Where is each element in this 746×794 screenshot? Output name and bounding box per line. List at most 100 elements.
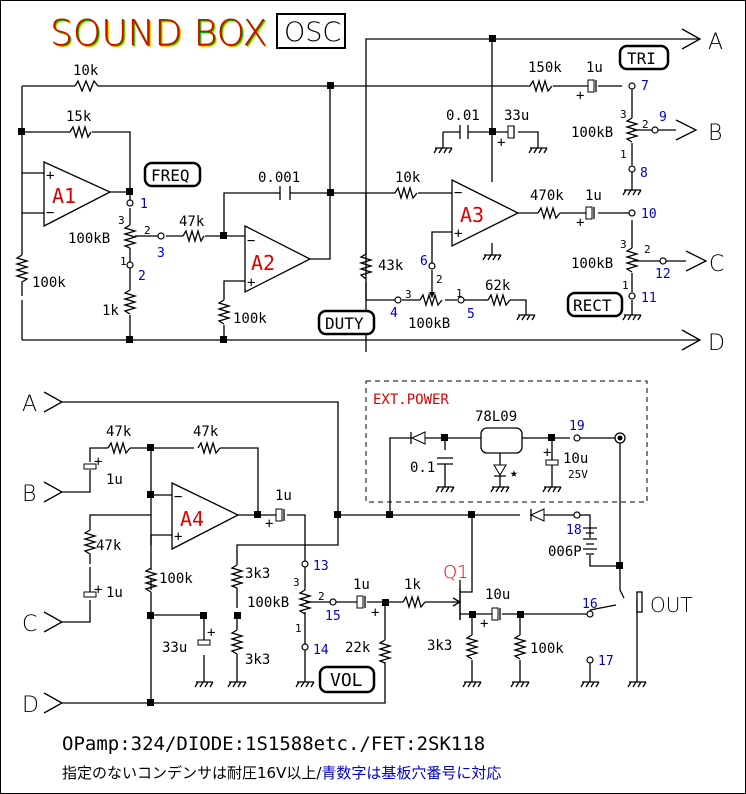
- a2-minus: −: [247, 233, 255, 249]
- opamp-a1-label: A1: [52, 184, 76, 208]
- a4-minus: −: [174, 489, 182, 505]
- r-10k-top-label: 10k: [73, 63, 99, 79]
- pot-rect-label: 100kB: [571, 256, 613, 272]
- pin-4: 4: [390, 306, 398, 321]
- star-mark: ★: [510, 466, 518, 481]
- pot-duty-label: 100kB: [408, 316, 450, 332]
- c-10u-volt-label: 25V: [568, 468, 588, 481]
- svg-text:RECT: RECT: [573, 296, 612, 315]
- r-43k-label: 43k: [378, 258, 404, 274]
- c-1u-b-label: 1u: [106, 472, 123, 488]
- c-10u-out-label: 10u: [485, 587, 510, 603]
- pot-duty-pin2: 2: [436, 273, 443, 286]
- c-1u-b-plus: +: [94, 454, 102, 470]
- junctions-bottom: [147, 434, 623, 706]
- c-1u-rect-plus: +: [576, 215, 584, 231]
- c-1u-c-label: 1u: [106, 585, 123, 601]
- opamp-a3: [451, 178, 520, 248]
- pot-rect-pin2: 2: [644, 243, 651, 256]
- a4-plus: +: [174, 529, 182, 545]
- opamp-a4-label: A4: [180, 507, 204, 531]
- title-text: SOUND BOX: [50, 13, 267, 54]
- c-1u-out-plus: +: [265, 516, 273, 532]
- r-47k-fb-label: 47k: [193, 424, 219, 440]
- pot-tri-label: 100kB: [571, 125, 613, 141]
- r-3k3-bot-label: 3k3: [245, 652, 270, 668]
- regulator-78l09: [480, 427, 523, 454]
- r-1k-gate-label: 1k: [404, 577, 421, 593]
- top-resistors: [14, 78, 640, 325]
- footer-note-blue: 青数字は基板穴番号に対応: [321, 764, 501, 782]
- r-62k-label: 62k: [485, 278, 511, 294]
- c-0001-label: 0.001: [258, 170, 300, 186]
- opamp-a4: [171, 481, 240, 551]
- pot-vol-pin1: 1: [295, 622, 302, 635]
- vol-control-label: VOL: [318, 665, 376, 694]
- pot-tri-pin1: 1: [620, 148, 627, 161]
- opamps-top: [43, 160, 520, 294]
- c-33u-top-plus: +: [497, 135, 505, 151]
- pot-freq-pin3: 3: [118, 214, 125, 227]
- bottom-capacitors: [83, 438, 559, 646]
- pot-tri-pin3: 3: [620, 108, 627, 121]
- opamp-a2: [244, 224, 312, 294]
- pin-10: 10: [641, 207, 657, 222]
- footer-parts: OPamp:324/DIODE:1S1588etc./FET:2SK118: [62, 733, 485, 755]
- title-shadow-yellow: SOUND BOX: [52, 15, 269, 56]
- c-10u-pwr-label: 10u: [563, 451, 588, 467]
- a1-plus: +: [46, 168, 54, 184]
- c-1u-tri-label: 1u: [586, 60, 603, 76]
- rect-control-label: RECT: [566, 291, 624, 318]
- opamp-a2-label: A2: [251, 251, 275, 275]
- pot-rect-pin1: 1: [622, 279, 629, 292]
- pin-9: 9: [659, 110, 667, 125]
- out-a-label: A: [708, 30, 723, 55]
- top-capacitors: [279, 79, 597, 220]
- r-100k-out-label: 100k: [530, 641, 564, 657]
- c-01-label: 0.1: [410, 460, 435, 476]
- r-100k-left-label: 100k: [32, 275, 66, 291]
- footer-note: 指定のないコンデンサは耐圧16V以上/青数字は基板穴番号に対応: [62, 764, 501, 782]
- r-3k3-src-label: 3k3: [427, 638, 452, 654]
- pot-rect-pin3: 3: [620, 238, 627, 251]
- pin-8: 8: [640, 166, 648, 181]
- r-3k3-top-label: 3k3: [245, 566, 270, 582]
- pin-5: 5: [467, 307, 475, 322]
- tri-control-label: TRI: [618, 44, 670, 71]
- pot-duty-pin3: 3: [405, 288, 412, 301]
- pin-6: 6: [420, 254, 428, 269]
- out-d-label: D: [708, 331, 725, 356]
- c-001-label: 0.01: [446, 108, 480, 124]
- c-10u-out-plus: +: [480, 616, 488, 632]
- opamp-a3-label: A3: [460, 203, 484, 227]
- pin-1: 1: [140, 197, 148, 212]
- r-15k-label: 15k: [66, 109, 92, 125]
- in-a-label: A: [22, 392, 37, 417]
- r-47k-in1-label: 47k: [106, 424, 132, 440]
- duty-control-label: DUTY: [317, 309, 376, 336]
- r-470k-label: 470k: [530, 188, 564, 204]
- pin-11: 11: [641, 291, 657, 306]
- r-1k-label: 1k: [102, 303, 119, 319]
- ext-power-label: EXT.POWER: [373, 392, 449, 408]
- osc-tag-box: [276, 13, 346, 49]
- pin-3: 3: [157, 246, 165, 261]
- pot-freq-pin2: 2: [144, 224, 151, 237]
- battery-label: 006P: [548, 544, 582, 560]
- pin-16: 16: [582, 597, 598, 612]
- pin-17: 17: [598, 654, 614, 669]
- c-1u-out-label: 1u: [275, 488, 292, 504]
- out-c-label: C: [709, 252, 724, 277]
- c-1u-q1-label: 1u: [353, 577, 370, 593]
- title: SOUND BOX SOUND BOX SOUND BOX: [50, 13, 269, 56]
- in-d-label: D: [22, 693, 39, 718]
- r-47k-a2-label: 47k: [179, 214, 205, 230]
- r-10k-a3-label: 10k: [395, 170, 421, 186]
- c-33u-top-label: 33u: [504, 108, 529, 124]
- bottom-resistors: [82, 440, 528, 664]
- freq-control-label: FREQ: [143, 161, 202, 188]
- pot-freq-pin1: 1: [120, 255, 127, 268]
- c-1u-tri-plus: +: [576, 88, 584, 104]
- pin-19: 19: [569, 419, 585, 434]
